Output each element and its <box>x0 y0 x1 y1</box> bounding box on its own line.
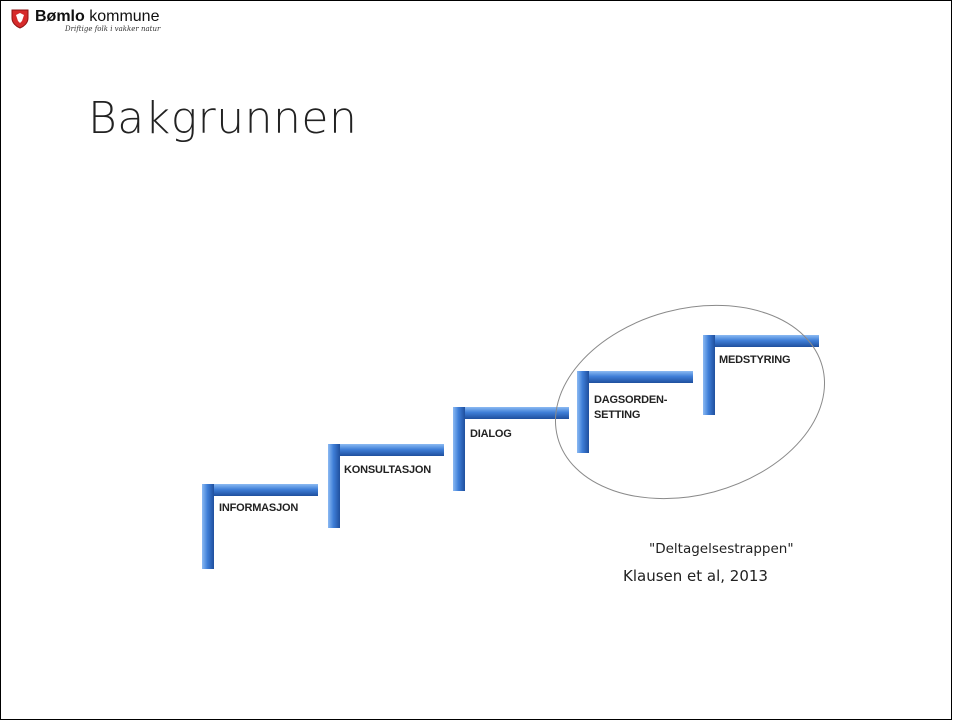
caption-quote: "Deltagelsestrappen" <box>649 541 794 557</box>
coat-of-arms-icon <box>11 9 29 29</box>
caption-citation: Klausen et al, 2013 <box>623 567 768 585</box>
step-label-informasjon: INFORMASJON <box>219 502 299 514</box>
step-label-medstyring: MEDSTYRING <box>719 354 791 366</box>
logo-tagline: Driftige folk i vakker natur <box>65 25 161 33</box>
bomlo-logo: Bømlo kommune Driftige folk i vakker nat… <box>11 9 160 33</box>
step-2-shape <box>328 444 444 528</box>
step-1-shape <box>202 484 318 569</box>
step-label-dialog: DIALOG <box>470 428 512 440</box>
step-3-shape <box>453 407 569 491</box>
step-4-shape <box>577 371 693 453</box>
step-label-dagsorden-setting: DAGSORDEN- SETTING <box>594 394 668 421</box>
highlight-ellipse <box>554 304 826 500</box>
step-label-konsultasjon: KONSULTASJON <box>344 464 432 476</box>
logo-name: Bømlo kommune <box>35 8 160 25</box>
slide-title: Bakgrunnen <box>88 93 358 144</box>
step-5-shape <box>703 335 819 415</box>
